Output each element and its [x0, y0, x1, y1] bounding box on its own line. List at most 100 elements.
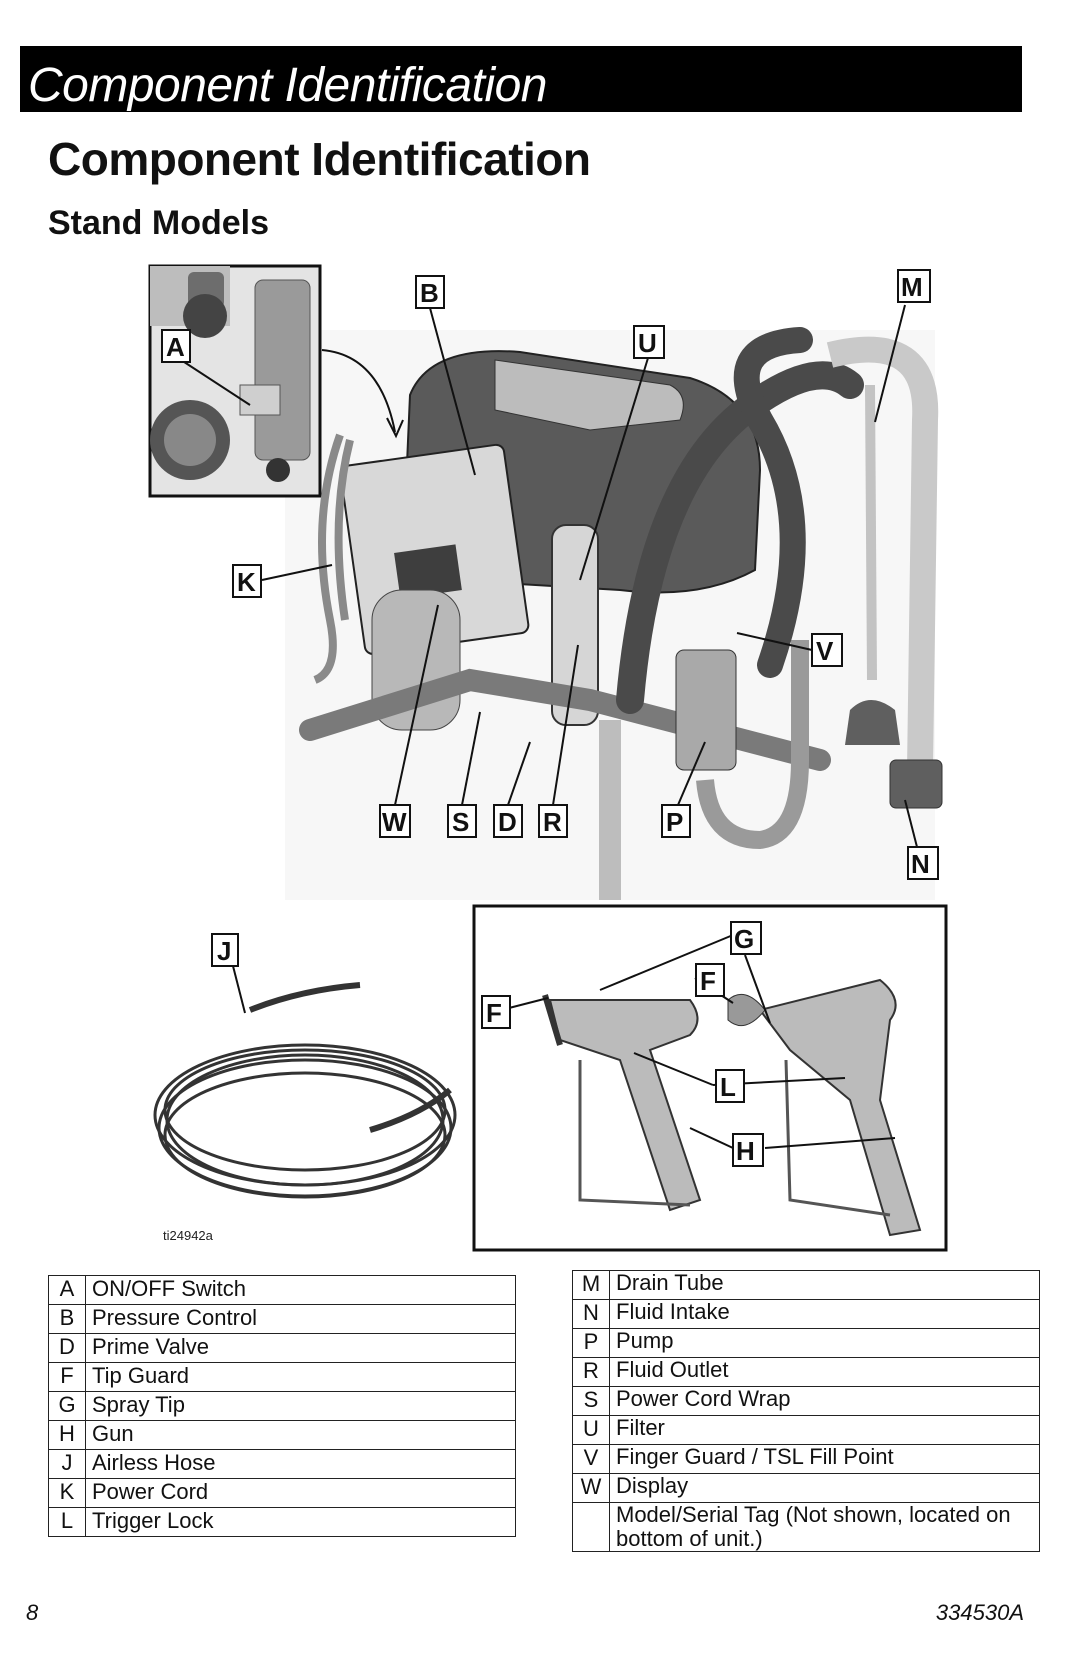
legend-label: Display [609, 1473, 1040, 1503]
legend-label: Spray Tip [85, 1391, 516, 1421]
callout-label: D [498, 807, 517, 837]
legend-key: U [572, 1415, 610, 1445]
legend-label: Gun [85, 1420, 516, 1450]
legend-key: D [48, 1333, 86, 1363]
legend-label: Airless Hose [85, 1449, 516, 1479]
callout-F-right: F [695, 963, 725, 997]
callout-J: J [211, 933, 239, 967]
sprayer-illustration: ti24942a A B U M K V W [148, 264, 948, 1252]
legend-label: Trigger Lock [85, 1507, 516, 1537]
legend-label: Model/Serial Tag (Not shown, located on … [609, 1502, 1040, 1552]
legend-key: J [48, 1449, 86, 1479]
legend-key: A [48, 1275, 86, 1305]
legend-label: Power Cord Wrap [609, 1386, 1040, 1416]
callout-label: M [901, 272, 923, 302]
legend-key: R [572, 1357, 610, 1387]
callout-label: N [911, 849, 930, 879]
legend-label: ON/OFF Switch [85, 1275, 516, 1305]
callout-N: N [907, 846, 939, 880]
section-subtitle: Stand Models [48, 204, 270, 242]
document-number: 334530A [935, 1600, 1024, 1625]
callout-label: V [816, 636, 834, 666]
callout-W: W [379, 804, 411, 838]
legend-label: Filter [609, 1415, 1040, 1445]
legend-label: Pump [609, 1328, 1040, 1358]
legend-label: Drain Tube [609, 1270, 1040, 1300]
legend-key: P [572, 1328, 610, 1358]
legend-key: G [48, 1391, 86, 1421]
callout-label: A [166, 332, 185, 362]
legend-key: B [48, 1304, 86, 1334]
page-title: Component Identification [48, 133, 591, 185]
callout-S: S [447, 804, 477, 838]
callout-label: F [700, 966, 716, 996]
figure-code: ti24942a [163, 1228, 214, 1243]
leader-lines [177, 304, 918, 1149]
legend-key: H [48, 1420, 86, 1450]
callout-B: B [415, 275, 445, 309]
callout-L: L [715, 1069, 745, 1103]
callout-F-left: F [481, 995, 511, 1029]
section-banner: Component Identification [20, 46, 1022, 112]
callout-label: J [217, 936, 231, 966]
callout-D: D [493, 804, 523, 838]
callout-label: P [666, 807, 683, 837]
airless-hose [153, 982, 457, 1199]
callout-label: B [420, 278, 439, 308]
callout-label: L [720, 1072, 736, 1102]
gun-inset [472, 904, 948, 1252]
legend-label: Finger Guard / TSL Fill Point [609, 1444, 1040, 1474]
legend-key: S [572, 1386, 610, 1416]
legend-key: F [48, 1362, 86, 1392]
callout-P: P [661, 804, 691, 838]
callout-U: U [633, 325, 665, 359]
callout-label: G [734, 924, 754, 954]
legend-key: L [48, 1507, 86, 1537]
callout-A: A [161, 329, 191, 363]
callout-label: W [382, 807, 407, 837]
legend-key: K [48, 1478, 86, 1508]
legend-label: Power Cord [85, 1478, 516, 1508]
callout-label: S [452, 807, 469, 837]
page-number: 8 [26, 1600, 39, 1625]
callout-label: F [486, 998, 502, 1028]
legend-label: Pressure Control [85, 1304, 516, 1334]
legend-key: V [572, 1444, 610, 1474]
callout-label: H [736, 1136, 755, 1166]
callout-G: G [730, 921, 762, 955]
legend-key: M [572, 1270, 610, 1300]
legend-label: Prime Valve [85, 1333, 516, 1363]
callout-label: R [543, 807, 562, 837]
callout-label: U [638, 328, 657, 358]
legend-key [572, 1502, 610, 1552]
legend-label: Tip Guard [85, 1362, 516, 1392]
sprayer-unit [299, 327, 943, 900]
banner-title: Component Identification [28, 59, 548, 112]
callout-M: M [897, 269, 931, 303]
table-row: Model/Serial Tag (Not shown, located on … [572, 1502, 1040, 1552]
callout-label: K [237, 567, 256, 597]
legend-label: Fluid Outlet [609, 1357, 1040, 1387]
legend-label: Fluid Intake [609, 1299, 1040, 1329]
legend-key: N [572, 1299, 610, 1329]
legend-key: W [572, 1473, 610, 1503]
